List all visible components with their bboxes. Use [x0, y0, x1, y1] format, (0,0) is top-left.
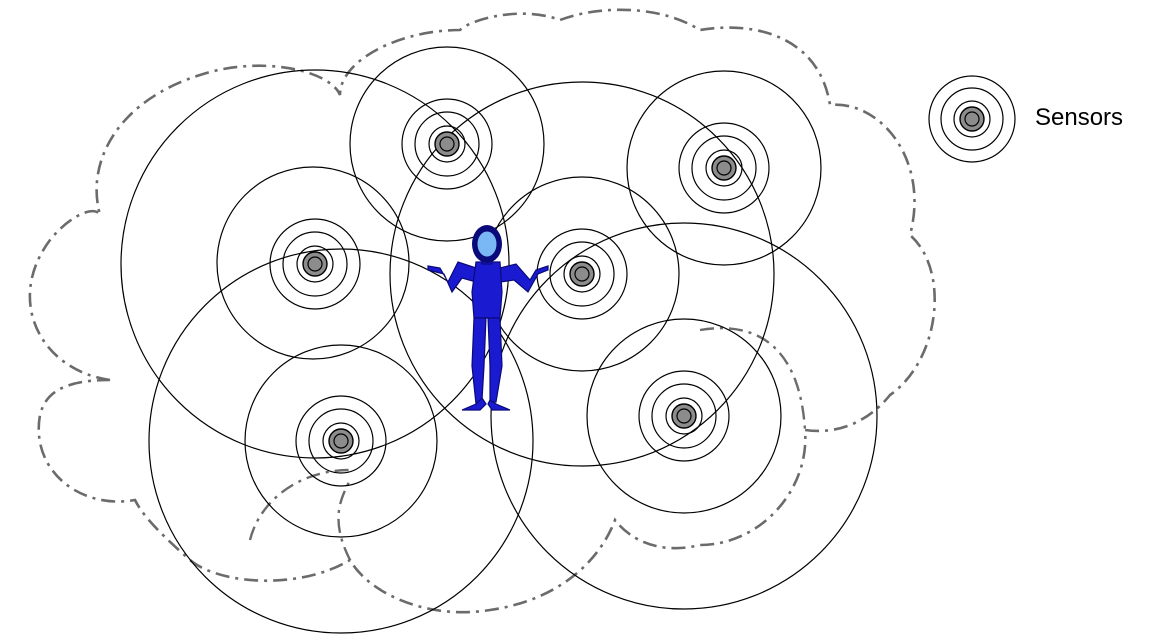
sensor-icon [639, 371, 729, 461]
sensor-icon [537, 229, 627, 319]
sensor-icon [296, 396, 386, 486]
sensor-icon [679, 123, 769, 213]
person-right-leg [488, 318, 502, 402]
person-icon [428, 225, 548, 410]
person-torso [472, 262, 502, 318]
sensor-icon [270, 219, 360, 309]
sensor-icon [402, 99, 492, 189]
legend [929, 76, 1015, 162]
person-left-foot [462, 398, 486, 410]
person-left-leg [472, 318, 486, 404]
sensors [270, 99, 769, 486]
cloud-boundary-arc [338, 480, 350, 560]
legend-label: Sensors [1035, 104, 1123, 132]
person-left-arm [428, 262, 476, 292]
cloud-boundary-arc [250, 470, 350, 540]
person-right-foot [488, 400, 510, 410]
person-face [477, 231, 497, 257]
sensor-icon [929, 76, 1015, 162]
